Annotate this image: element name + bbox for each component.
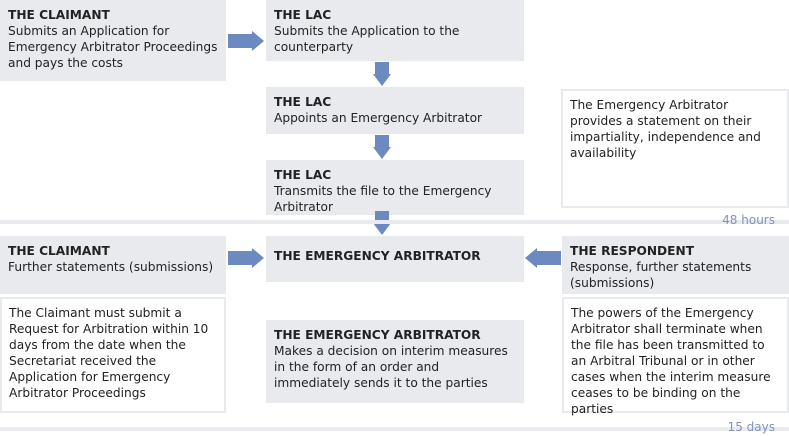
powers-termination-note: The powers of the Emergency Arbitrator s… [562, 297, 789, 416]
arrow-left-icon [525, 248, 561, 268]
arrow-down-icon [373, 135, 391, 159]
duration-48-hours: 48 hours [722, 213, 775, 227]
claimant-further-box: THE CLAIMANT Further statements (submiss… [0, 236, 226, 294]
arbitrator-decision-title: THE EMERGENCY ARBITRATOR [274, 328, 481, 342]
lac-transmit-box: THE LAC Transmits the file to the Emerge… [266, 160, 524, 215]
arrow-right-icon [228, 248, 264, 268]
arbitrator-statement-box: The Emergency Arbitrator provides a stat… [561, 89, 789, 208]
lac-appoint-box: THE LAC Appoints an Emergency Arbitrator [266, 87, 524, 134]
lac-submit-box: THE LAC Submits the Application to the c… [266, 0, 524, 61]
lac-submit-title: THE LAC [274, 8, 332, 22]
lac-appoint-text: Appoints an Emergency Arbitrator [274, 111, 483, 125]
respondent-title: THE RESPONDENT [570, 244, 695, 258]
claimant-further-text: Further statements (submissions) [8, 260, 214, 274]
emergency-arbitrator-title: THE EMERGENCY ARBITRATOR [274, 249, 481, 263]
respondent-text: Response, further statements (submission… [570, 260, 752, 290]
lac-submit-text: Submits the Application to the counterpa… [274, 24, 460, 54]
emergency-arbitrator-box: THE EMERGENCY ARBITRATOR [266, 236, 524, 282]
phase-divider-15d [0, 427, 789, 431]
phase-divider-48h [0, 220, 789, 224]
arrow-down-icon [373, 62, 391, 86]
lac-transmit-title: THE LAC [274, 168, 332, 182]
arbitrator-decision-text: Makes a decision on interim measures in … [274, 344, 508, 390]
lac-transmit-text: Transmits the file to the Emergency Arbi… [274, 184, 492, 214]
arbitrator-statement-text: The Emergency Arbitrator provides a stat… [570, 98, 761, 160]
respondent-box: THE RESPONDENT Response, further stateme… [562, 236, 789, 294]
claimant-further-title: THE CLAIMANT [8, 244, 110, 258]
lac-appoint-title: THE LAC [274, 95, 332, 109]
arbitrator-decision-box: THE EMERGENCY ARBITRATOR Makes a decisio… [266, 320, 524, 403]
claimant-submit-text: Submits an Application for Emergency Arb… [8, 24, 218, 70]
claimant-request-note: The Claimant must submit a Request for A… [0, 297, 226, 413]
claimant-submit-title: THE CLAIMANT [8, 8, 110, 22]
claimant-request-text: The Claimant must submit a Request for A… [9, 306, 209, 400]
duration-15-days: 15 days [727, 420, 775, 434]
arrow-right-icon [228, 31, 264, 51]
claimant-submit-box: THE CLAIMANT Submits an Application for … [0, 0, 226, 81]
powers-termination-text: The powers of the Emergency Arbitrator s… [571, 306, 771, 416]
